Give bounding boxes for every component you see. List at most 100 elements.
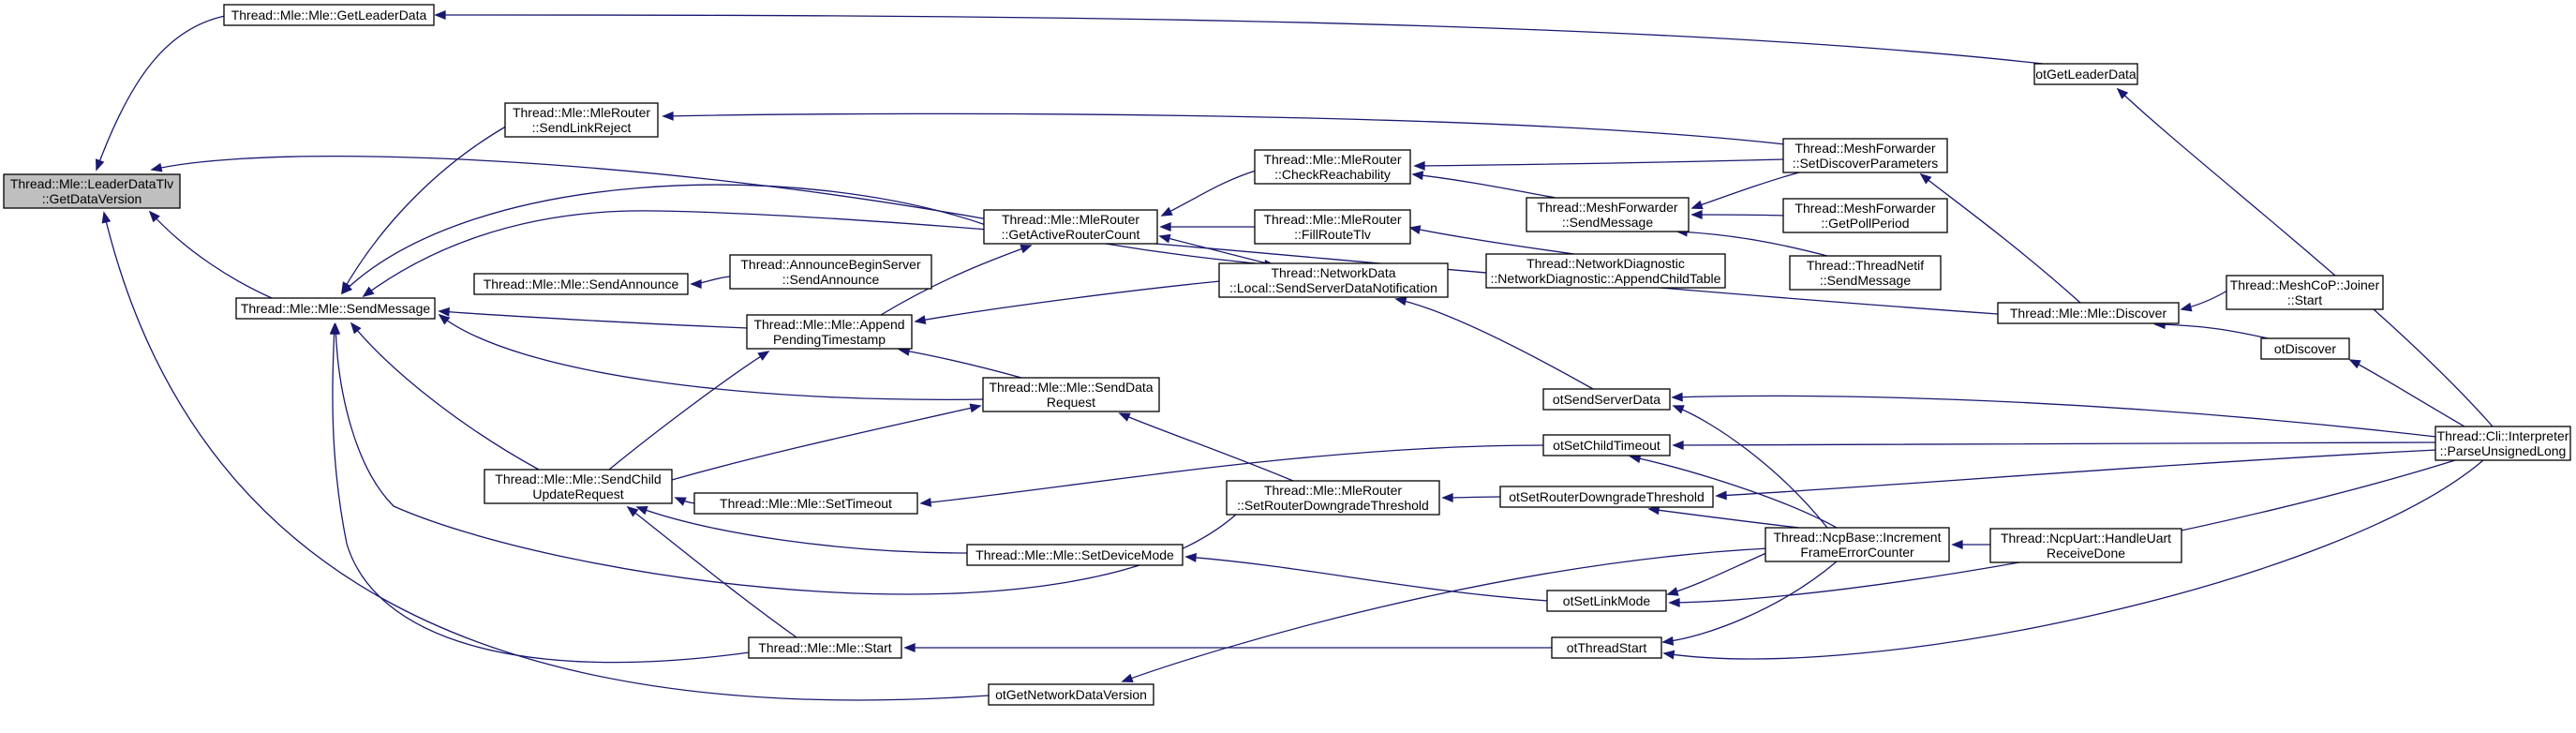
edge-line (915, 280, 1221, 322)
node-label-line: otSendServerData (1553, 392, 1660, 407)
node-label-line: ::GetPollPeriod (1821, 216, 1909, 231)
edge-ncp-to-gndv (1121, 547, 1769, 683)
node-ncp[interactable]: Thread::NcpBase::IncrementFrameErrorCoun… (1764, 527, 1950, 562)
edge-ncp-to-otts (1661, 561, 1838, 646)
edge-arrowhead (2116, 87, 2129, 99)
node-box (1997, 302, 2180, 324)
edge-line (880, 245, 1032, 316)
edge-arrowhead (1672, 405, 1685, 414)
edge-sdm-to-scur (635, 505, 968, 554)
edge-line (2349, 359, 2465, 427)
edge-cli-to-otts (1662, 459, 2484, 660)
node-cli[interactable]: Thread::Cli::Interpreter::ParseUnsignedL… (2435, 426, 2571, 461)
edge-line (1122, 547, 1769, 682)
node-ldt[interactable]: Thread::Mle::LeaderDataTlv::GetDataVersi… (3, 173, 181, 209)
edge-arrowhead (2180, 302, 2193, 312)
node-tnsm[interactable]: Thread::ThreadNetif::SendMessage (1789, 255, 1942, 291)
edge-arrowhead (434, 10, 446, 20)
node-cr[interactable]: Thread::Mle::MleRouter::CheckReachabilit… (1254, 149, 1411, 185)
node-nd[interactable]: Thread::NetworkDiagnostic::NetworkDiagno… (1485, 253, 1726, 289)
node-ssdn[interactable]: Thread::NetworkData::Local::SendServerDa… (1218, 262, 1449, 298)
node-box (1782, 198, 1948, 233)
node-absa[interactable]: Thread::AnnounceBeginServer::SendAnnounc… (729, 254, 932, 290)
node-label-line: Thread::Mle::Mle::SendChild (495, 471, 661, 486)
node-otslm[interactable]: otSetLinkMode (1546, 590, 1667, 612)
node-box (1764, 527, 1950, 562)
node-label-line: Thread::Mle::Mle::Append (753, 317, 904, 332)
node-label-line: Thread::Mle::Mle::Discover (2010, 306, 2167, 321)
edge-arrowhead (438, 313, 451, 325)
edge-arrowhead (969, 403, 982, 413)
node-frt[interactable]: Thread::Mle::MleRouter::FillRouteTlv (1254, 209, 1411, 245)
edge-gac-to-sm (340, 184, 987, 295)
edge-line (439, 310, 749, 329)
node-mfgpp[interactable]: Thread::MeshForwarder::GetPollPeriod (1782, 198, 1948, 233)
edge-line (1691, 172, 1800, 209)
node-label-line: Thread::Mle::Mle::GetLeaderData (231, 7, 427, 22)
edge-arrowhead (1020, 244, 1033, 254)
edge-arrowhead (1159, 222, 1171, 232)
node-otts[interactable]: otThreadStart (1551, 636, 1662, 659)
edge-arrowhead (626, 505, 639, 517)
edge-mcjs-to-disc (2180, 290, 2228, 312)
node-gndv[interactable]: otGetNetworkDataVersion (988, 683, 1154, 706)
edge-line (1673, 441, 2436, 446)
node-gld[interactable]: Thread::Mle::Mle::GetLeaderData (223, 4, 435, 26)
node-otsct[interactable]: otSetChildTimeout (1542, 434, 1671, 456)
edge-scur-to-sm (350, 322, 540, 471)
node-slr[interactable]: Thread::Mle::MleRouter::SendLinkReject (504, 102, 659, 138)
edge-arrowhead (919, 497, 932, 507)
edge-line (663, 112, 1786, 145)
edge-ssdn-to-gac (1158, 233, 1268, 264)
edge-otgld-to-gld (434, 10, 2044, 65)
node-disc[interactable]: Thread::Mle::Mle::Discover (1997, 302, 2180, 324)
edge-arrowhead (1666, 587, 1679, 596)
node-otgld[interactable]: otGetLeaderData (2033, 63, 2138, 85)
edge-line (1630, 456, 1838, 529)
node-label-line: Thread::ThreadNetif (1807, 258, 1924, 273)
node-start[interactable]: Thread::Mle::Mle::Start (748, 636, 902, 659)
node-sm[interactable]: Thread::Mle::Mle::SendMessage (235, 297, 436, 320)
edge-arrowhead (1413, 160, 1425, 171)
edge-line (350, 322, 540, 471)
node-gac[interactable]: Thread::Mle::MleRouter::GetActiveRouterC… (983, 209, 1158, 245)
edge-cli-to-otsct (1672, 441, 2436, 450)
edge-arrowhead (635, 505, 648, 516)
node-box (748, 636, 902, 659)
node-label-line: Thread::NcpUart::HandleUart (2001, 531, 2171, 546)
node-st[interactable]: Thread::Mle::Mle::SetTimeout (693, 492, 918, 515)
edge-arrowhead (150, 162, 163, 172)
node-sa[interactable]: Thread::Mle::Mle::SendAnnounce (473, 273, 689, 295)
edge-line (151, 156, 989, 220)
node-label-line: Thread::Cli::Interpreter (2437, 428, 2569, 443)
node-label-line: Thread::Mle::MleRouter (1002, 212, 1139, 227)
edge-arrowhead (1715, 490, 1727, 501)
node-label-line: Thread::Mle::MleRouter (1263, 212, 1401, 227)
node-otsrdt[interactable]: otSetRouterDowngradeThreshold (1499, 486, 1714, 508)
node-otssd[interactable]: otSendServerData (1542, 388, 1671, 411)
node-box (693, 492, 918, 515)
edge-cr-to-gac (1160, 170, 1257, 217)
node-mcjs[interactable]: Thread::MeshCoP::Joiner::Start (2226, 275, 2384, 310)
node-label-line: Thread::Mle::MleRouter (1263, 152, 1401, 167)
edge-arrowhead (757, 351, 770, 361)
node-otd[interactable]: otDiscover (2260, 337, 2350, 360)
node-mfsdp[interactable]: Thread::MeshForwarder::SetDiscoverParame… (1782, 138, 1948, 173)
node-label-line: ::SendMessage (1562, 215, 1653, 230)
node-mfsm[interactable]: Thread::MeshForwarder::SendMessage (1526, 197, 1690, 232)
edge-otsct-to-st (919, 444, 1544, 507)
node-sdm[interactable]: Thread::Mle::Mle::SetDeviceMode (966, 544, 1184, 566)
edge-ncp-to-otsct (1629, 454, 1838, 529)
edge-otsrdt-to-srdt (1441, 493, 1502, 502)
node-srdt[interactable]: Thread::Mle::MleRouter::SetRouterDowngra… (1226, 480, 1440, 516)
edge-slr-to-sm (341, 123, 512, 294)
edge-arrowhead (148, 210, 160, 223)
edge-arrowhead (1690, 210, 1703, 219)
edge-arrowhead (1441, 493, 1453, 502)
node-box (1546, 590, 1667, 612)
